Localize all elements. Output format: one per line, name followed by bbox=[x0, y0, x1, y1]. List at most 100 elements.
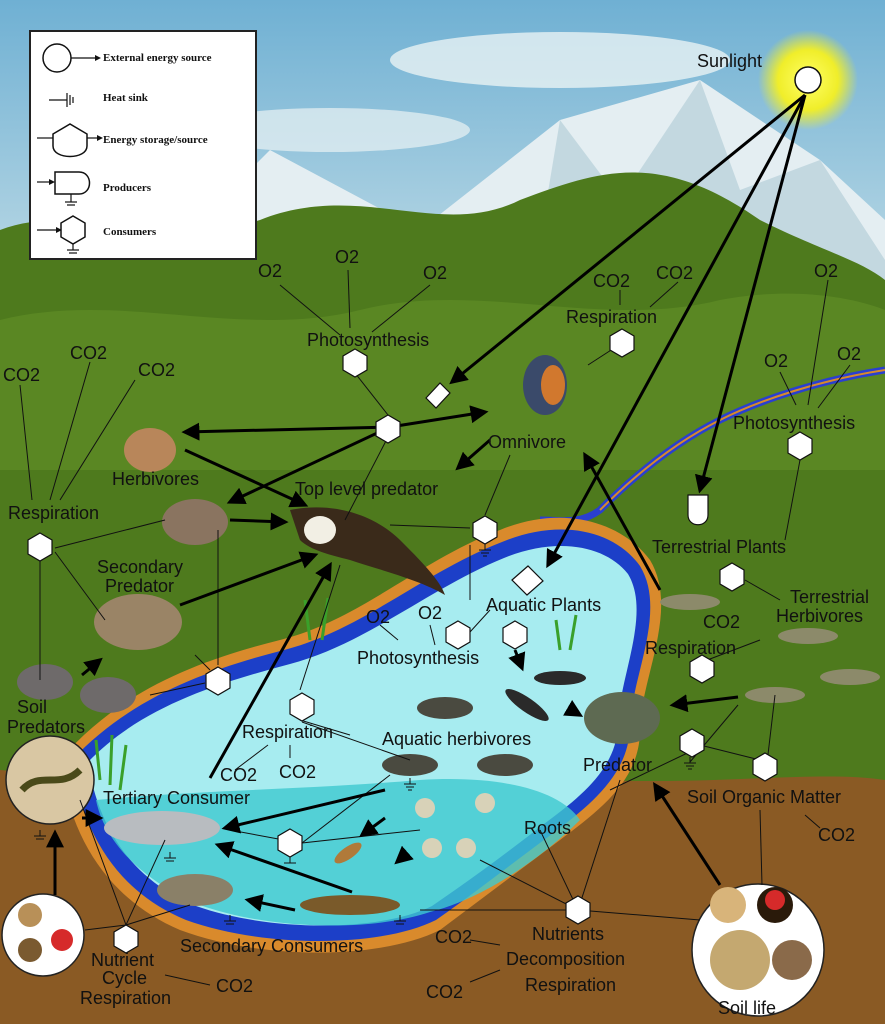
beetle-icon-1 bbox=[534, 671, 586, 685]
forest-highlight bbox=[0, 293, 885, 470]
label-respiration: Respiration bbox=[566, 307, 658, 327]
rabbit-icon bbox=[162, 499, 228, 545]
label-photosynthesis: Photosynthesis bbox=[357, 648, 480, 668]
label-predator: Predator bbox=[583, 755, 653, 775]
snake-icon bbox=[94, 594, 182, 650]
label-co2: CO2 bbox=[593, 271, 631, 291]
label-decomposition: Decomposition bbox=[506, 949, 626, 969]
energy-flow-arrows bbox=[46, 93, 807, 912]
label-co2: CO2 bbox=[703, 612, 741, 632]
label-top-level-predator: Top level predator bbox=[295, 479, 439, 499]
label-nutrient-cycle: Cycle bbox=[102, 968, 148, 988]
legend-label: External energy source bbox=[103, 52, 212, 64]
label-respiration: Respiration bbox=[8, 503, 100, 523]
label-soil-predators: Predators bbox=[7, 717, 86, 737]
label-respiration: Respiration bbox=[525, 975, 617, 995]
toad-icon bbox=[584, 692, 660, 744]
water-beetle-icon bbox=[157, 874, 233, 906]
consumer-icon bbox=[37, 215, 86, 254]
cloud bbox=[190, 108, 470, 152]
zooplankton-icon-1 bbox=[415, 798, 435, 818]
label-respiration: Respiration bbox=[645, 638, 737, 658]
legend-label: Producers bbox=[103, 182, 152, 194]
label-o2: O2 bbox=[258, 261, 283, 281]
label-terrestrial-herbivores: Herbivores bbox=[776, 606, 864, 626]
label-tertiary-consumer: Tertiary Consumer bbox=[103, 788, 251, 808]
tadpole-icon-2 bbox=[382, 754, 438, 776]
grasshopper-icon-1 bbox=[660, 594, 720, 610]
producer-nodes bbox=[425, 382, 709, 596]
label-co2: CO2 bbox=[138, 360, 176, 380]
label-photosynthesis: Photosynthesis bbox=[733, 413, 856, 433]
label-sunlight: Sunlight bbox=[697, 51, 763, 71]
fish-icon bbox=[104, 811, 220, 845]
larva-icon bbox=[334, 842, 362, 864]
label-co2: CO2 bbox=[426, 982, 464, 1002]
label-secondary-predator: Predator bbox=[105, 576, 175, 596]
reed-left bbox=[94, 734, 128, 791]
label-terrestrial-plants: Terrestrial Plants bbox=[652, 537, 787, 557]
grasshopper-icon-2 bbox=[778, 628, 838, 644]
legend-label: Energy storage/source bbox=[103, 134, 208, 146]
label-co2: CO2 bbox=[656, 263, 694, 283]
soil-life-centipede bbox=[710, 930, 770, 990]
label-roots: Roots bbox=[524, 818, 572, 838]
shrew-icon-1 bbox=[17, 664, 73, 700]
nutrient-photo-a bbox=[18, 903, 42, 927]
reed-right bbox=[554, 614, 578, 651]
soil-life-worm bbox=[772, 940, 812, 980]
label-co2: CO2 bbox=[435, 927, 473, 947]
label-soil-predators: Soil bbox=[17, 697, 48, 717]
nutrient-photo-c bbox=[18, 938, 42, 962]
heat-sink-icon bbox=[49, 93, 74, 107]
label-o2: O2 bbox=[335, 247, 360, 267]
nutrient-photo-b bbox=[51, 929, 73, 951]
legend: External energy source Heat sink Energy … bbox=[29, 30, 257, 260]
legend-item-producers: Producers bbox=[31, 168, 259, 208]
label-co2: CO2 bbox=[818, 825, 856, 845]
heat-sink-marks bbox=[34, 544, 696, 925]
grasshopper-icon-4 bbox=[820, 669, 880, 685]
label-aquatic-herbivores: Aquatic herbivores bbox=[382, 729, 532, 749]
label-co2: CO2 bbox=[3, 365, 41, 385]
label-o2: O2 bbox=[837, 344, 862, 364]
beetle-icon-2 bbox=[505, 689, 549, 721]
connector-lines bbox=[19, 269, 851, 986]
energy-storage-icon bbox=[37, 123, 103, 158]
eagle-head bbox=[304, 516, 336, 544]
label-soil-life: Soil life bbox=[718, 998, 777, 1018]
label-nutrients: Nutrients bbox=[532, 924, 605, 944]
soil-life-bug bbox=[710, 887, 746, 923]
label-nutrient-cycle: Nutrient bbox=[91, 950, 155, 970]
label-herbivores: Herbivores bbox=[112, 469, 200, 489]
label-secondary-predator: Secondary bbox=[97, 557, 184, 577]
zooplankton-icon-2 bbox=[475, 793, 495, 813]
cloud bbox=[390, 32, 730, 88]
label-co2: CO2 bbox=[220, 765, 258, 785]
label-o2: O2 bbox=[418, 603, 443, 623]
centipede-shape bbox=[19, 767, 83, 793]
producer-icon bbox=[37, 171, 91, 206]
bird-breast bbox=[541, 365, 565, 405]
label-o2: O2 bbox=[366, 607, 391, 627]
external-energy-source-icon bbox=[42, 43, 101, 73]
label-o2: O2 bbox=[423, 263, 448, 283]
legend-label: Consumers bbox=[103, 226, 157, 238]
soil-life-mushroom-cap bbox=[765, 890, 785, 910]
label-respiration: Respiration bbox=[242, 722, 334, 742]
legend-item-consumers: Consumers bbox=[31, 212, 259, 254]
label-o2: O2 bbox=[764, 351, 789, 371]
label-o2: O2 bbox=[814, 261, 839, 281]
label-respiration: Respiration bbox=[80, 988, 172, 1008]
tadpole-icon-3 bbox=[477, 754, 533, 776]
zooplankton-icon-4 bbox=[456, 838, 476, 858]
label-soil-organic-matter: Soil Organic Matter bbox=[687, 787, 842, 807]
tadpole-icon-1 bbox=[417, 697, 473, 719]
salamander-icon bbox=[300, 895, 400, 915]
sunlight-source-node bbox=[794, 66, 822, 94]
legend-item-external-energy-source: External energy source bbox=[31, 38, 259, 78]
label-terrestrial-herbivores: Terrestrial bbox=[790, 587, 870, 607]
label-co2: CO2 bbox=[216, 976, 254, 996]
label-omnivore: Omnivore bbox=[488, 432, 567, 452]
